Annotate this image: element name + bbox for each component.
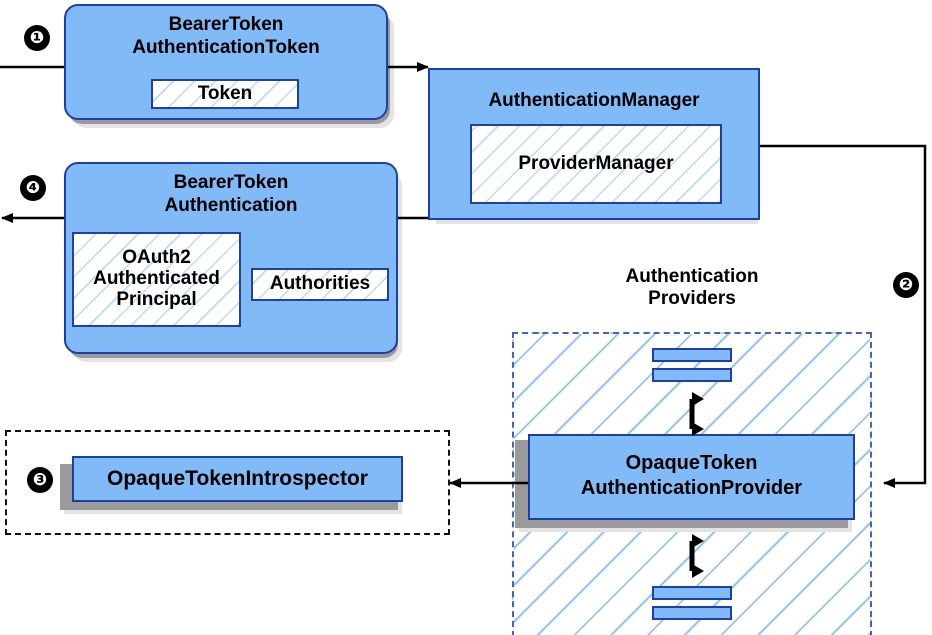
- authentication-providers-label-line-1: Authentication: [625, 266, 759, 287]
- bearer-token-authentication-title-line-1: BearerToken: [173, 172, 289, 193]
- authorities-label: Authorities: [269, 273, 371, 295]
- opaque-token-authentication-provider-title-line-2: AuthenticationProvider: [580, 477, 803, 499]
- step-marker-1: ❶: [24, 25, 50, 51]
- step-marker-2-label: ❷: [898, 274, 914, 295]
- step-marker-2: ❷: [893, 272, 919, 298]
- step-marker-1-label: ❶: [29, 27, 45, 48]
- token-subbox[interactable]: Token: [151, 79, 299, 109]
- token-label: Token: [197, 82, 253, 104]
- oauth2-authenticated-principal-line-1: OAuth2: [122, 247, 191, 269]
- opaque-token-introspector[interactable]: OpaqueTokenIntrospector: [72, 456, 403, 502]
- authentication-providers-label-line-2: Providers: [648, 288, 736, 310]
- provider-stack-top-bar-upper: [652, 348, 732, 362]
- bearer-token-authentication-token-title-line-2: AuthenticationToken: [132, 37, 320, 58]
- provider-manager-subbox[interactable]: ProviderManager: [470, 124, 722, 204]
- bearer-token-authentication-token-title-line-1: BearerToken: [168, 14, 284, 35]
- authentication-manager-title: AuthenticationManager: [488, 90, 700, 111]
- step-marker-4: ❹: [20, 175, 46, 201]
- opaque-token-authentication-provider[interactable]: OpaqueToken AuthenticationProvider: [528, 434, 855, 520]
- step-marker-3: ❸: [27, 467, 53, 493]
- step-marker-4-label: ❹: [25, 177, 41, 198]
- provider-stack-bottom-bar-upper: [652, 586, 732, 600]
- provider-stack-top-bar-lower: [652, 368, 732, 382]
- provider-stack-bottom-bar-lower: [652, 606, 732, 620]
- oauth2-authenticated-principal-line-3: Principal: [116, 288, 197, 310]
- opaque-token-introspector-title: OpaqueTokenIntrospector: [107, 467, 368, 491]
- oauth2-authenticated-principal-line-2: Authenticated: [93, 268, 220, 290]
- authentication-providers-label: Authentication Providers: [512, 266, 872, 311]
- authorities-subbox[interactable]: Authorities: [251, 268, 389, 301]
- provider-manager-label: ProviderManager: [518, 152, 674, 174]
- oauth2-authenticated-principal-subbox[interactable]: OAuth2 Authenticated Principal: [72, 232, 241, 327]
- opaque-token-authentication-provider-title-line-1: OpaqueToken: [625, 452, 758, 474]
- bearer-token-authentication-title-line-2: Authentication: [164, 195, 298, 216]
- bearer-token-authentication-token[interactable]: BearerToken AuthenticationToken: [64, 4, 388, 120]
- step-marker-3-label: ❸: [32, 469, 48, 490]
